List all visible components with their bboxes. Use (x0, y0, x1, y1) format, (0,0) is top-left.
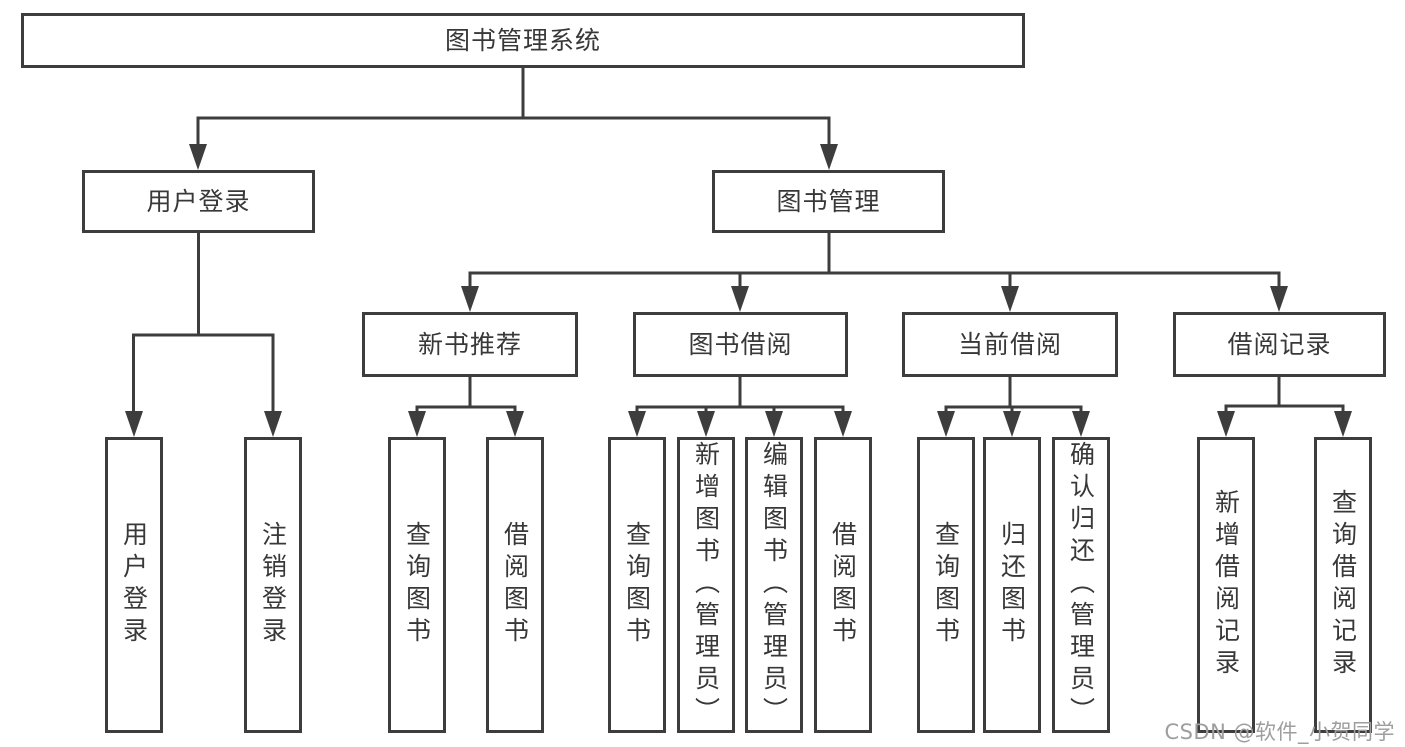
connector-new-book-branch (415, 377, 517, 419)
leaf-user-login: 用户登录 (105, 437, 163, 733)
node-label: 新增图书（管理员） (691, 441, 721, 729)
leaf-add-borrow-record: 新增借阅记录 (1197, 437, 1255, 733)
leaf-query-books: 查询图书 (388, 437, 446, 733)
arrowheads-level2 (189, 144, 838, 170)
arrowheads-borrow-records (1217, 411, 1352, 437)
connector-book-mgmt-branch (468, 233, 1281, 294)
leaf-borrow-books: 借阅图书 (814, 437, 872, 733)
leaf-borrow-books: 借阅图书 (486, 437, 544, 733)
node-label: 图书借阅 (688, 330, 793, 359)
leaf-confirm-return-admin: 确认归还（管理员） (1052, 437, 1110, 733)
node-label: 确认归还（管理员） (1066, 441, 1096, 729)
node-book-borrow: 图书借阅 (633, 312, 848, 377)
node-label: 图书管理 (776, 187, 881, 216)
node-label: 归还图书 (997, 521, 1027, 649)
node-label: 用户登录 (146, 187, 251, 216)
leaf-query-books: 查询图书 (608, 437, 666, 733)
node-label: 借阅图书 (500, 521, 530, 649)
node-library-management-system: 图书管理系统 (21, 13, 1025, 68)
arrowheads-book-borrow (628, 411, 852, 437)
arrowheads-new-book (408, 411, 524, 437)
node-label: 查询借阅记录 (1328, 489, 1358, 681)
node-user-login: 用户登录 (82, 170, 315, 233)
connector-borrow-records-branch (1224, 377, 1345, 419)
node-label: 借阅图书 (828, 521, 858, 649)
node-label: 编辑图书（管理员） (759, 441, 789, 729)
node-new-book-recommend: 新书推荐 (362, 312, 578, 377)
node-label: 图书管理系统 (444, 26, 601, 55)
node-label: 新增借阅记录 (1211, 489, 1241, 681)
node-label: 查询图书 (931, 521, 961, 649)
connector-book-borrow-branch (635, 377, 845, 419)
arrowheads-user-login (125, 411, 282, 437)
node-current-borrow: 当前借阅 (902, 312, 1118, 377)
node-label: 查询图书 (402, 521, 432, 649)
node-borrow-records: 借阅记录 (1173, 312, 1386, 377)
connector-root-branch (196, 68, 831, 152)
leaf-edit-books-admin: 编辑图书（管理员） (745, 437, 803, 733)
arrowheads-level3 (461, 286, 1288, 312)
connector-user-login-branch (132, 233, 275, 419)
leaf-logout: 注销登录 (244, 437, 302, 733)
node-label: 注销登录 (258, 521, 288, 649)
leaf-query-books: 查询图书 (917, 437, 975, 733)
node-label: 当前借阅 (957, 330, 1062, 359)
arrowheads-current-borrow (937, 411, 1090, 437)
node-label: 借阅记录 (1227, 330, 1332, 359)
csdn-watermark: CSDN @软件_小贺同学 (1164, 720, 1395, 744)
node-label: 新书推荐 (417, 330, 522, 359)
leaf-add-books-admin: 新增图书（管理员） (677, 437, 735, 733)
node-book-management: 图书管理 (712, 170, 945, 233)
node-label: 用户登录 (119, 521, 149, 649)
leaf-query-borrow-record: 查询借阅记录 (1314, 437, 1372, 733)
leaf-return-books: 归还图书 (983, 437, 1041, 733)
node-label: 查询图书 (622, 521, 652, 649)
